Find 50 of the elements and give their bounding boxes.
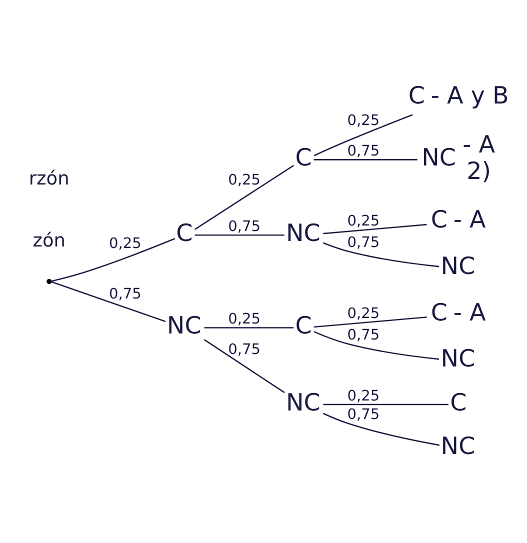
- edge-label: 0,75: [228, 340, 261, 358]
- connector: [204, 327, 294, 328]
- edge-label: 0,75: [228, 218, 261, 235]
- node-text: C: [408, 81, 426, 110]
- node-text: NC: [440, 252, 476, 280]
- edge-label: 0,75: [347, 142, 380, 160]
- node-label: - A: [453, 206, 486, 234]
- edge-label: 0,25: [228, 310, 261, 328]
- connector: [314, 114, 413, 156]
- edge-label: 0,75: [347, 234, 380, 251]
- node-label: - A: [462, 130, 496, 158]
- connector: [323, 224, 427, 234]
- connector: [314, 316, 427, 328]
- label: zón: [32, 230, 66, 252]
- node-label: - A y B: [430, 81, 509, 110]
- node-text: C: [450, 388, 467, 416]
- node-label: 2): [466, 156, 492, 185]
- node-text: NC: [286, 218, 320, 247]
- edge-label: 0,75: [347, 406, 380, 423]
- node-text: NC: [166, 312, 202, 340]
- node-text: NC: [440, 344, 476, 373]
- connector: [314, 159, 418, 160]
- edge-label: 0,25: [347, 112, 380, 130]
- connector: [322, 412, 440, 446]
- node-text: C: [295, 312, 312, 340]
- node-text: C: [295, 144, 312, 172]
- edge-label: 0,25: [347, 305, 380, 322]
- connector: [204, 339, 285, 394]
- node-text: NC: [440, 432, 476, 460]
- edge-label: 0,25: [228, 172, 261, 189]
- connector: [194, 164, 294, 230]
- connector: [322, 242, 440, 268]
- edge-label: 0,75: [347, 326, 380, 344]
- edge-label: 0,75: [109, 285, 142, 302]
- node-point: [46, 278, 52, 284]
- edge-label: 0,25: [347, 212, 380, 230]
- connector: [323, 404, 448, 406]
- connector: [51, 281, 166, 322]
- node-text: NC: [422, 144, 456, 172]
- node-text: NC: [286, 388, 320, 416]
- node-text: C: [176, 218, 193, 247]
- connector: [51, 238, 176, 282]
- edge-label: 0,25: [109, 235, 142, 252]
- node-label: - A: [453, 298, 486, 326]
- edge-label: 0,25: [347, 387, 380, 404]
- connector: [314, 331, 440, 360]
- node-text: C: [430, 298, 448, 326]
- node-text: C: [430, 206, 448, 234]
- connector: [194, 234, 284, 236]
- label: rzón: [28, 168, 70, 190]
